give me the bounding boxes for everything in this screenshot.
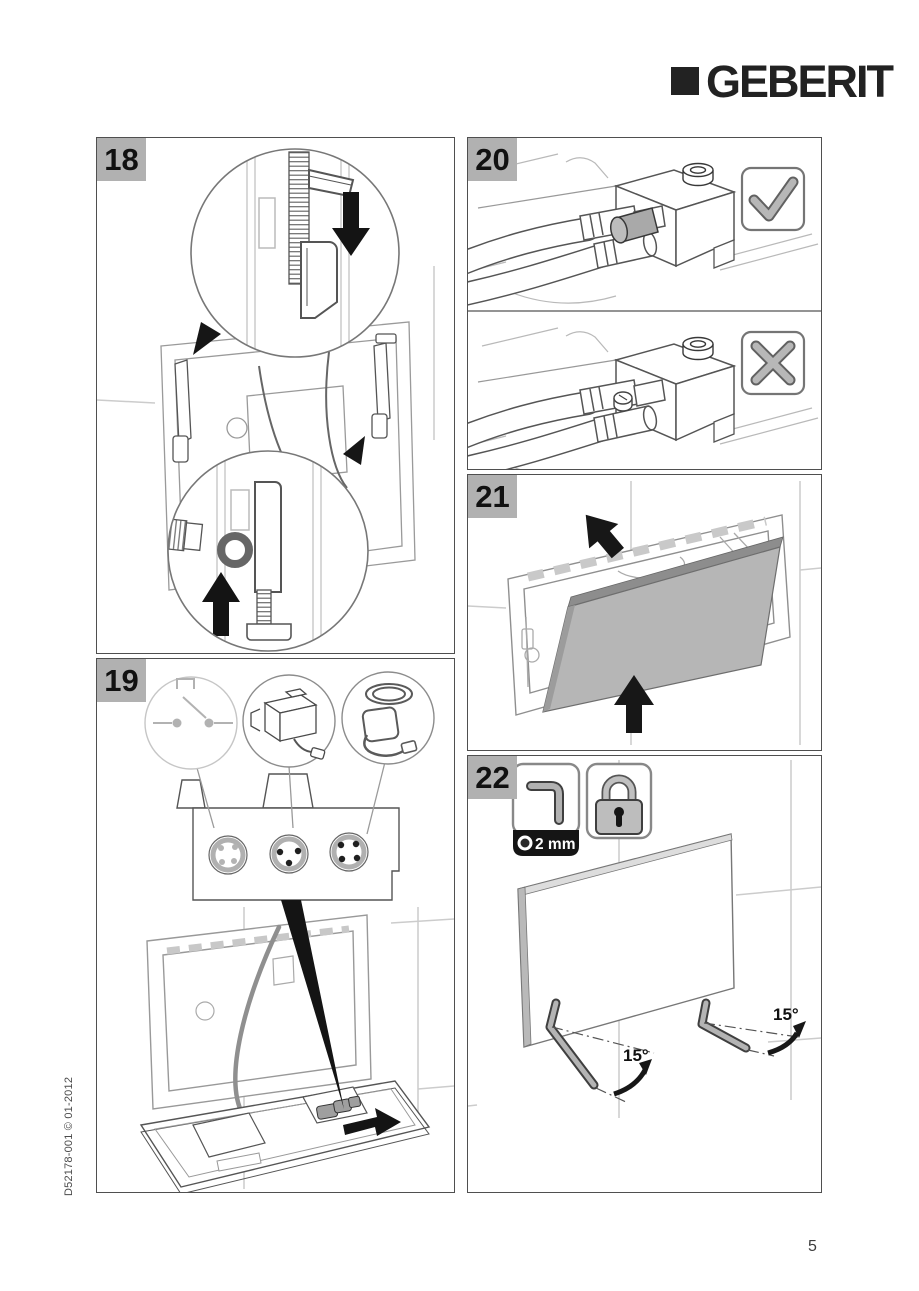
right-column: 20 bbox=[467, 137, 822, 1193]
allen-key-left bbox=[545, 998, 599, 1090]
panel-step-22: 22 bbox=[467, 755, 822, 1193]
cover-plate-front bbox=[517, 833, 735, 1048]
step-18-illustration bbox=[97, 148, 435, 652]
callout-taper bbox=[281, 900, 344, 1109]
arrow-right-icon bbox=[343, 1108, 401, 1136]
incorrect-variant bbox=[468, 328, 818, 469]
geberit-logo-square-icon bbox=[671, 66, 699, 95]
panel-step-19: 19 bbox=[96, 658, 455, 1193]
step-20-illustration bbox=[468, 138, 821, 469]
panel-step-18: 18 bbox=[96, 137, 455, 654]
arrow-up-icon bbox=[202, 572, 240, 636]
lever-hook bbox=[217, 532, 253, 568]
exposed-valve bbox=[613, 391, 633, 412]
rotate-arrow-right bbox=[767, 1031, 800, 1056]
brand-name: GEBERIT bbox=[706, 56, 894, 107]
document-code: D52178-001 © 01-2012 bbox=[63, 1076, 75, 1196]
cable-connector bbox=[316, 1095, 361, 1120]
tool-size-badge bbox=[513, 830, 579, 856]
cross-icon bbox=[740, 330, 806, 396]
leader-lines bbox=[196, 761, 386, 835]
step-number-22: 22 bbox=[468, 756, 517, 799]
angle-annotation-left bbox=[551, 1026, 655, 1103]
socket-4pin-icon bbox=[329, 832, 369, 872]
padlock-icon bbox=[595, 774, 643, 835]
allen-key-tool-box: 2 mm bbox=[511, 762, 581, 856]
angle-label-left: 15° bbox=[623, 1046, 649, 1065]
callout-pointer-left bbox=[193, 322, 221, 355]
cover-plate bbox=[542, 536, 784, 713]
step-number-20: 20 bbox=[468, 138, 517, 181]
page-number: 5 bbox=[808, 1238, 817, 1255]
step-number-21: 21 bbox=[468, 475, 517, 518]
brand-logo: GEBERIT bbox=[671, 56, 894, 107]
arrow-down-icon bbox=[332, 192, 370, 256]
padlock-tool-box bbox=[585, 762, 653, 840]
panel-step-20: 20 bbox=[467, 137, 822, 470]
detail-magnifier-bottom bbox=[167, 450, 369, 652]
protective-cap bbox=[609, 207, 659, 244]
power-supply-icon bbox=[341, 671, 435, 765]
tile-joint-lines bbox=[97, 266, 435, 440]
left-column: 18 bbox=[96, 137, 455, 1193]
step-21-illustration bbox=[468, 481, 821, 745]
socket-size-icon bbox=[517, 835, 533, 851]
arrow-up-icon bbox=[614, 675, 654, 733]
rotate-arrow-left bbox=[613, 1068, 648, 1097]
step-22-illustration: 15° 15° bbox=[468, 760, 821, 1118]
socket-4pin-light-icon bbox=[208, 835, 248, 875]
panel-step-21: 21 bbox=[467, 474, 822, 751]
switch-symbol-icon bbox=[144, 676, 238, 770]
step-19-illustration bbox=[139, 671, 454, 1192]
check-icon bbox=[740, 166, 806, 232]
step-number-19: 19 bbox=[97, 659, 146, 702]
servo-module-icon bbox=[242, 674, 336, 768]
correct-variant bbox=[468, 154, 818, 303]
allen-key-right bbox=[697, 998, 751, 1053]
base-plate bbox=[139, 1080, 431, 1192]
detail-magnifier-top bbox=[190, 148, 400, 358]
allen-key-icon bbox=[526, 781, 564, 825]
callout-pointer-right bbox=[343, 436, 365, 465]
step-number-18: 18 bbox=[97, 138, 146, 181]
arrow-up-left-icon bbox=[585, 514, 624, 559]
socket-3pin-icon bbox=[269, 834, 309, 874]
angle-label-right: 15° bbox=[773, 1005, 799, 1024]
tool-size-label: 2 mm bbox=[535, 836, 576, 853]
